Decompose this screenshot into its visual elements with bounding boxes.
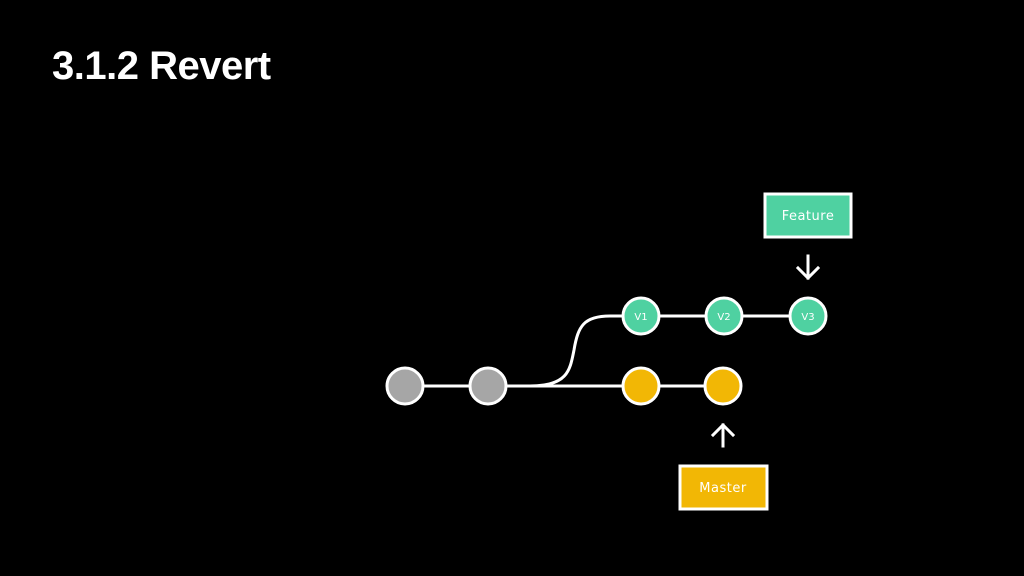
slide-title: 3.1.2 Revert	[52, 44, 271, 88]
master-branch-tag[interactable]: Master	[678, 464, 769, 511]
arrow-up-icon	[710, 422, 736, 448]
feature-branch-label: Feature	[782, 209, 835, 224]
commit-base-2[interactable]	[468, 366, 508, 406]
commit-base-1[interactable]	[385, 366, 425, 406]
commit-feature-v1-label: V1	[634, 312, 647, 323]
commit-feature-v2[interactable]: V2	[704, 296, 744, 336]
feature-branch-tag[interactable]: Feature	[763, 192, 853, 239]
commit-master-2[interactable]	[703, 366, 743, 406]
commit-master-1[interactable]	[621, 366, 661, 406]
commit-feature-v2-label: V2	[717, 312, 730, 323]
arrow-down-icon	[795, 254, 821, 281]
commit-feature-v1[interactable]: V1	[621, 296, 661, 336]
feature-branch-curve	[488, 314, 808, 388]
commit-feature-v3[interactable]: V3	[788, 296, 828, 336]
commit-feature-v3-label: V3	[801, 312, 814, 323]
master-branch-label: Master	[699, 481, 747, 496]
